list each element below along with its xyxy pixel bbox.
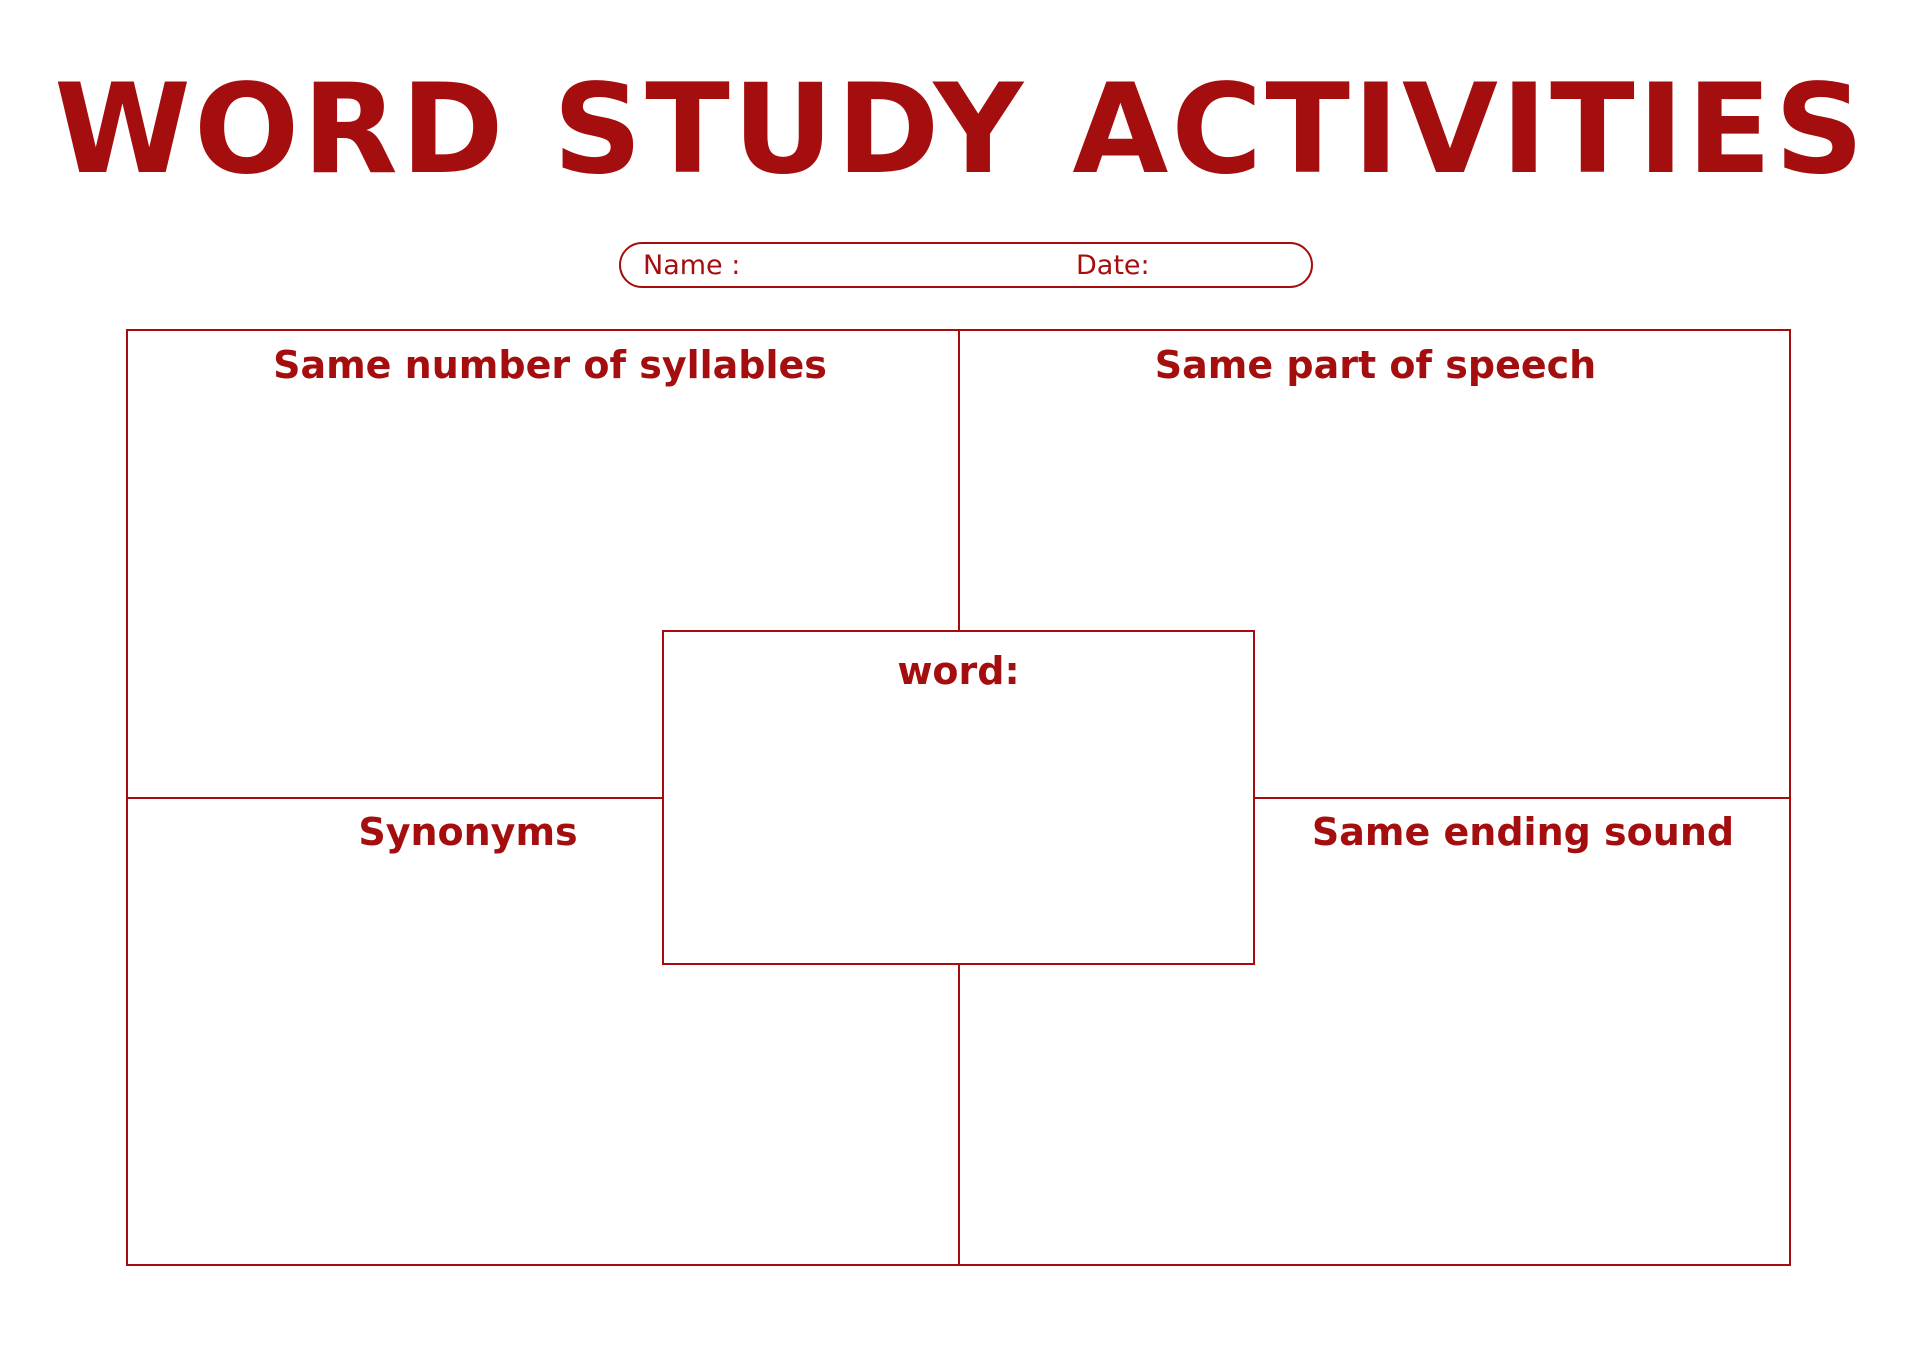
name-label: Name :: [643, 250, 741, 281]
quadrant-heading-ending-sound: Same ending sound: [1311, 810, 1735, 854]
name-date-field[interactable]: Name : Date:: [619, 242, 1313, 288]
divider-horizontal-left: [126, 797, 663, 799]
quadrant-heading-synonyms: Synonyms: [358, 810, 578, 854]
date-label: Date:: [1076, 250, 1150, 281]
word-box[interactable]: [662, 630, 1255, 965]
quadrant-heading-part-of-speech: Same part of speech: [1154, 343, 1597, 387]
page-title: WORD STUDY ACTIVITIES: [54, 58, 1867, 202]
divider-vertical-top: [958, 329, 960, 631]
quadrant-heading-syllables: Same number of syllables: [273, 343, 827, 387]
divider-vertical-bottom: [958, 964, 960, 1266]
word-label: word:: [897, 649, 1020, 693]
divider-horizontal-right: [1253, 797, 1791, 799]
